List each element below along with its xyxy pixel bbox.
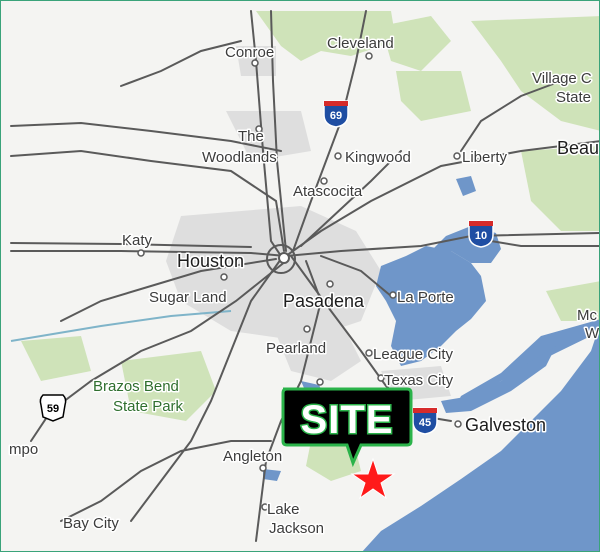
ship-channel <box>10 310 232 342</box>
beltway-8 <box>266 244 296 274</box>
lake-patch-1 <box>456 176 476 196</box>
i69-shield-icon: 69 <box>323 100 349 128</box>
label-houston: Houston <box>177 251 244 271</box>
label-lake-jackson-2: Jackson <box>269 520 324 537</box>
park-areas <box>21 11 599 481</box>
star-icon[interactable] <box>350 457 396 500</box>
label-league-city: League City <box>373 346 454 363</box>
label-la-porte: La Porte <box>397 289 454 306</box>
label-texas-city: Texas City <box>384 372 454 389</box>
bolivar-shoreline <box>456 319 599 406</box>
label-ampo: mpo <box>9 441 38 458</box>
label-the-woodlands-1: The <box>238 128 264 145</box>
label-mc-1: Mc <box>577 307 597 324</box>
galveston-bay <box>376 246 486 366</box>
city-dots <box>137 52 462 511</box>
water-bodies <box>263 176 599 551</box>
i10-shield-icon: 10 <box>468 220 494 248</box>
label-galveston: Galveston <box>465 415 546 435</box>
label-liberty: Liberty <box>462 149 508 166</box>
label-angleton: Angleton <box>223 448 282 465</box>
label-atascocita: Atascocita <box>293 183 363 200</box>
label-katy: Katy <box>122 232 153 249</box>
us59-label: 59 <box>47 403 59 415</box>
lake-patch-3 <box>263 469 281 481</box>
label-pearland: Pearland <box>266 340 326 357</box>
label-village-creek-1: Village C <box>532 70 592 87</box>
site-label: SITE <box>301 398 394 442</box>
label-beaumont: Beau <box>557 138 599 158</box>
label-pasadena: Pasadena <box>283 291 365 311</box>
label-brazos-bend-1: Brazos Bend <box>93 378 179 395</box>
label-lake-jackson-1: Lake <box>267 501 300 518</box>
i69-label: 69 <box>330 110 342 122</box>
i10-label: 10 <box>475 230 487 242</box>
label-village-creek-2: State <box>556 89 591 106</box>
label-sugar-land: Sugar Land <box>149 289 227 306</box>
i45-shield-icon: 45 <box>412 407 438 435</box>
label-bay-city: Bay City <box>63 515 119 532</box>
label-the-woodlands-2: Woodlands <box>202 149 277 166</box>
us59-shield-icon: 59 <box>39 394 67 422</box>
site-callout-box <box>281 387 413 468</box>
site-callout[interactable]: SITE <box>281 387 413 468</box>
gulf-of-mexico <box>362 327 599 551</box>
label-brazos-bend-2: State Park <box>113 398 184 415</box>
label-cleveland: Cleveland <box>327 35 394 52</box>
label-conroe: Conroe <box>225 44 274 61</box>
label-mc-2: W <box>585 325 600 342</box>
i45-label: 45 <box>419 417 431 429</box>
label-kingwood: Kingwood <box>345 149 411 166</box>
houston-dot <box>278 252 290 264</box>
west-bay <box>441 346 556 413</box>
